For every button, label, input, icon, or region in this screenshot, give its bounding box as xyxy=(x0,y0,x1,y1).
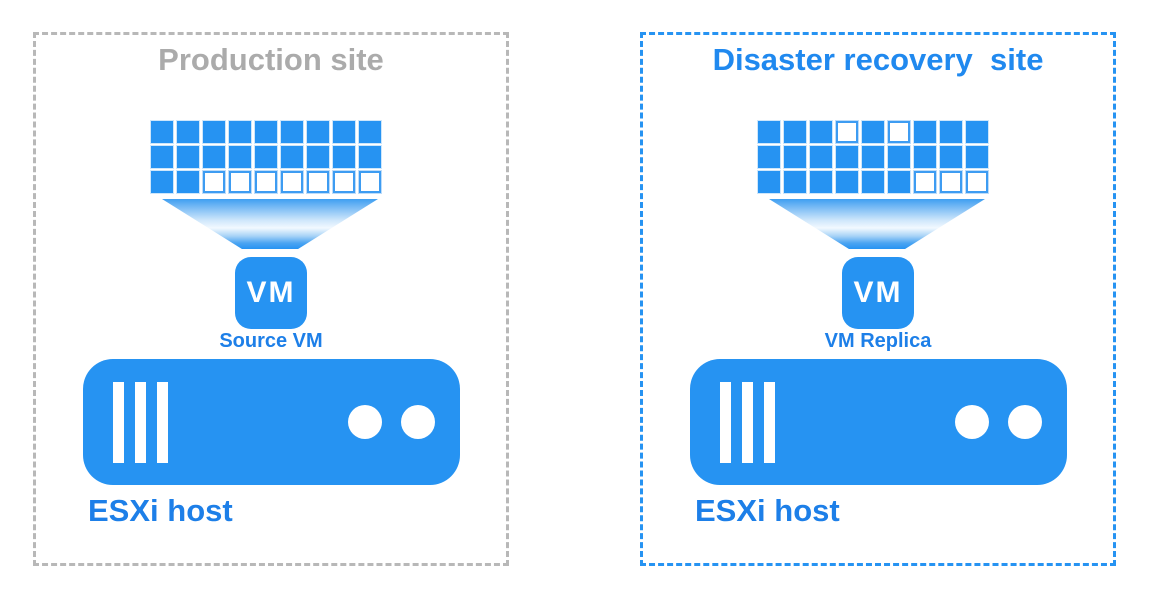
data-block-filled xyxy=(758,146,780,168)
source-vm-icon: VM xyxy=(235,257,307,329)
data-block-filled xyxy=(836,146,858,168)
data-block-empty xyxy=(333,171,355,193)
data-block-empty xyxy=(914,171,936,193)
dr-esxi-host-icon xyxy=(690,359,1067,485)
production-site-title: Production site xyxy=(158,42,384,77)
data-block-filled xyxy=(307,146,329,168)
production-esxi-host-icon xyxy=(83,359,460,485)
data-block-filled xyxy=(281,121,303,143)
data-block-filled xyxy=(862,121,884,143)
data-block-filled xyxy=(255,146,277,168)
vm-icon-label: VM xyxy=(853,276,903,309)
dr-esxi-host-label: ESXi host xyxy=(695,493,840,528)
data-block-filled xyxy=(914,121,936,143)
data-block-filled xyxy=(281,146,303,168)
data-block-filled xyxy=(177,121,199,143)
data-block-filled xyxy=(255,121,277,143)
data-block-filled xyxy=(177,171,199,193)
production-site-panel: Production site VM Source VM ESXi host xyxy=(33,32,509,566)
data-block-filled xyxy=(810,171,832,193)
data-block-filled xyxy=(862,146,884,168)
server-bar-icon xyxy=(742,382,753,463)
server-dot-icon xyxy=(1008,405,1042,439)
data-block-filled xyxy=(784,146,806,168)
data-block-filled xyxy=(966,146,988,168)
data-block-empty xyxy=(281,171,303,193)
data-block-filled xyxy=(151,171,173,193)
data-block-filled xyxy=(359,146,381,168)
data-block-empty xyxy=(359,171,381,193)
data-block-filled xyxy=(888,171,910,193)
data-block-filled xyxy=(203,146,225,168)
data-block-empty xyxy=(203,171,225,193)
data-block-filled xyxy=(862,171,884,193)
data-block-empty xyxy=(888,121,910,143)
data-block-filled xyxy=(229,146,251,168)
data-block-filled xyxy=(333,146,355,168)
data-block-empty xyxy=(255,171,277,193)
data-block-empty xyxy=(940,171,962,193)
data-block-filled xyxy=(888,146,910,168)
server-bar-icon xyxy=(720,382,731,463)
data-block-filled xyxy=(333,121,355,143)
server-bar-icon xyxy=(113,382,124,463)
data-block-filled xyxy=(229,121,251,143)
data-block-filled xyxy=(836,171,858,193)
data-block-filled xyxy=(966,121,988,143)
server-bar-icon xyxy=(764,382,775,463)
replica-vm-icon: VM xyxy=(842,257,914,329)
source-data-blocks-grid xyxy=(151,121,381,193)
vm-icon-label: VM xyxy=(246,276,296,309)
vm-replica-label: VM Replica xyxy=(824,330,932,352)
data-block-filled xyxy=(914,146,936,168)
replication-beam-icon xyxy=(769,199,985,249)
data-block-empty xyxy=(229,171,251,193)
replica-data-blocks-grid xyxy=(758,121,988,193)
data-block-empty xyxy=(966,171,988,193)
server-bar-icon xyxy=(157,382,168,463)
data-block-empty xyxy=(307,171,329,193)
data-block-filled xyxy=(810,121,832,143)
disaster-recovery-site-panel: Disaster recovery site VM VM Replica ESX… xyxy=(640,32,1116,566)
data-block-filled xyxy=(940,146,962,168)
data-block-filled xyxy=(758,121,780,143)
data-block-filled xyxy=(307,121,329,143)
server-bar-icon xyxy=(135,382,146,463)
data-block-filled xyxy=(151,121,173,143)
replication-beam-icon xyxy=(162,199,378,249)
source-vm-label: Source VM xyxy=(219,330,323,352)
server-dot-icon xyxy=(955,405,989,439)
data-block-filled xyxy=(203,121,225,143)
data-block-filled xyxy=(758,171,780,193)
data-block-filled xyxy=(810,146,832,168)
data-block-filled xyxy=(784,171,806,193)
data-block-filled xyxy=(151,146,173,168)
data-block-filled xyxy=(177,146,199,168)
server-dot-icon xyxy=(348,405,382,439)
data-block-filled xyxy=(359,121,381,143)
data-block-empty xyxy=(836,121,858,143)
disaster-recovery-site-title: Disaster recovery site xyxy=(712,42,1044,77)
production-esxi-host-label: ESXi host xyxy=(88,493,233,528)
data-block-filled xyxy=(940,121,962,143)
server-dot-icon xyxy=(401,405,435,439)
data-block-filled xyxy=(784,121,806,143)
